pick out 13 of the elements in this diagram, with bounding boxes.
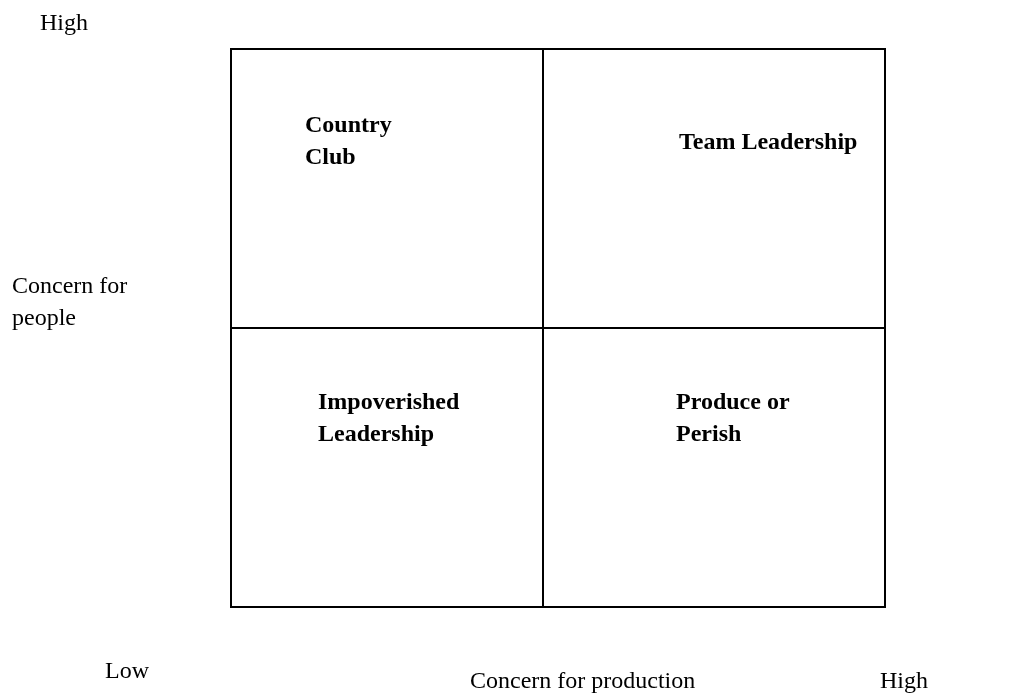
axis-title: Concern for production	[470, 666, 697, 693]
quadrant-label: Team Leadership	[679, 127, 859, 156]
quadrant-box	[542, 48, 886, 329]
quadrant-box	[542, 327, 886, 608]
quadrant-label: Country Club	[305, 110, 393, 171]
axis-high-label: High	[40, 8, 89, 37]
quadrant-box	[230, 48, 544, 329]
axis-high-label: High	[880, 666, 929, 693]
axis-title: Concern for people	[12, 271, 129, 332]
quadrant-label: Impoverished Leadership	[318, 387, 461, 448]
quadrant-label: Produce or Perish	[676, 387, 791, 448]
axis-low-label: Low	[105, 656, 150, 685]
quadrant-box	[230, 327, 544, 608]
